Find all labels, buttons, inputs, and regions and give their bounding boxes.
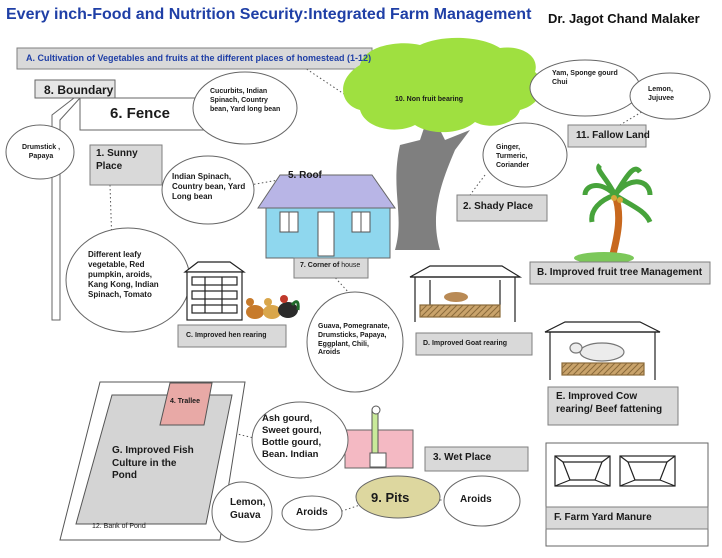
non-fruit-label: 10. Non fruit bearing <box>395 96 464 103</box>
fish-culture-label: G. Improved Fish Culture in the Pond <box>112 445 194 481</box>
tree-illustration <box>343 37 543 250</box>
bank-pond-label: 12. Bank of Pond <box>92 523 146 530</box>
goat-rearing-box <box>415 332 533 356</box>
aroids-right-note: Aroids <box>460 494 492 505</box>
gourds-note: Ash gourd, Sweet gourd, Bottle gourd, Be… <box>262 413 322 460</box>
a-cultivation-label: A. Cultivation of Vegetables and fruits … <box>26 53 372 63</box>
roof-crops-note: Indian Spinach, Country bean, Yard Long … <box>172 172 246 201</box>
sunny-place-box <box>89 144 163 186</box>
drumstick-note-ellipse <box>5 124 75 180</box>
drumstick-note: Drumstick , Papaya <box>21 144 61 160</box>
cow-rearing-box <box>547 386 679 426</box>
fallow-land-box <box>567 124 647 148</box>
corner-of-text: 7. Corner of <box>300 262 342 269</box>
lemon-jujuvee-note: Lemon, Jujuvee <box>648 86 675 102</box>
hen-rearing-box <box>177 324 287 348</box>
corner-house-box <box>293 257 369 279</box>
goat-rearing-label: D. Improved Goat rearing <box>423 340 508 347</box>
trallee-label: 4. Trallee <box>170 398 200 405</box>
lemon-guava-note: Lemon, Guava <box>230 497 266 521</box>
wet-place-box <box>424 446 529 472</box>
lemon-guava-note-ellipse <box>211 481 273 543</box>
roof-crops-note-ellipse <box>161 155 255 225</box>
pits-label: 9. Pits <box>371 490 410 505</box>
corner-crops-note-ellipse <box>306 291 404 393</box>
yam-note-ellipse <box>529 59 641 117</box>
cow-rearing-label: E. Improved Cow rearing/ Beef fattening <box>556 391 663 415</box>
wet-place-illustration <box>344 405 414 469</box>
fallow-land-label: 11. Fallow Land <box>576 130 650 141</box>
fruit-tree-label: B. Improved fruit tree Management <box>537 267 703 278</box>
wet-place-label: 3. Wet Place <box>433 452 492 463</box>
aroids-left-ellipse <box>281 495 343 531</box>
cucurbits-note: Cucurbits, Indian Spinach, Country bean,… <box>210 88 281 113</box>
corner-house-label: 7. Corner of house <box>300 262 360 271</box>
roof-label: 5. Roof <box>288 170 322 181</box>
trallee-shape <box>159 382 213 426</box>
yam-note: Yam, Sponge gourd Chui <box>552 70 618 86</box>
fym-label: F. Farm Yard Manure <box>554 512 652 523</box>
fym-box <box>545 506 709 530</box>
aroids-left-note: Aroids <box>296 507 328 518</box>
hen-rearing-label: C. Improved hen rearing <box>186 332 267 339</box>
house-illustration <box>257 174 396 259</box>
corner-crops-note: Guava, Pomegranate, Drumsticks, Papaya, … <box>318 323 390 357</box>
fym-frame <box>545 442 709 547</box>
aroids-right-ellipse <box>443 475 521 527</box>
hens-illustration <box>246 295 300 319</box>
corner-house-text: house <box>341 262 361 269</box>
boundary-label: 8. Boundary <box>44 83 114 97</box>
lemon-jujuvee-note-ellipse <box>629 72 711 120</box>
fence-label: 6. Fence <box>110 105 171 122</box>
ginger-note: Ginger, Turmeric, Coriander <box>496 144 530 169</box>
author-name: Dr. Jagot Chand Malaker <box>548 11 700 26</box>
goat-house-illustration <box>409 265 523 322</box>
cow-house-illustration <box>544 321 661 380</box>
sunny-place-label: 1. Sunny Place <box>96 148 138 172</box>
ginger-note-ellipse <box>482 122 568 188</box>
leafy-note: Different leafy vegetable, Red pumpkin, … <box>88 250 159 299</box>
hen-house-illustration <box>183 261 246 321</box>
gourds-note-ellipse <box>251 401 349 479</box>
fym-pits-illustration <box>554 455 676 487</box>
page-title: Every inch-Food and Nutrition Security:I… <box>6 6 532 23</box>
shady-place-box <box>456 194 548 222</box>
pits-shape <box>355 475 441 519</box>
fruit-tree-box <box>529 261 711 285</box>
shady-place-label: 2. Shady Place <box>463 201 534 212</box>
palm-tree-illustration <box>574 163 653 264</box>
cucurbits-note-ellipse <box>192 71 298 145</box>
